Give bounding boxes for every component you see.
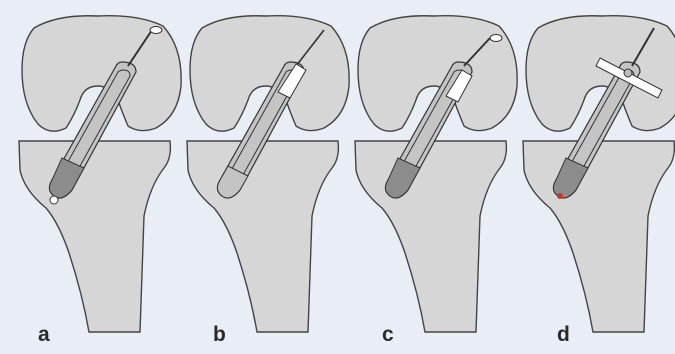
panel-c-drawing bbox=[355, 16, 517, 332]
wire-eyelet bbox=[150, 27, 162, 34]
panel-label-a: a bbox=[38, 323, 50, 347]
panel-a-drawing bbox=[19, 16, 181, 332]
suture-knot bbox=[50, 196, 58, 204]
panel-b-drawing bbox=[187, 16, 349, 332]
tibia-bone bbox=[523, 141, 674, 332]
panel-label-c: c bbox=[382, 323, 394, 347]
tibia-bone bbox=[19, 141, 170, 332]
panel-label-b: b bbox=[213, 323, 226, 347]
tool-pivot bbox=[624, 69, 632, 77]
wire-eyelet bbox=[490, 35, 502, 42]
tibia-bone bbox=[187, 141, 338, 332]
tunnel-exit-marker bbox=[557, 193, 563, 199]
panel-label-d: d bbox=[557, 323, 570, 347]
panel-d-drawing bbox=[523, 16, 675, 332]
tibia-bone bbox=[355, 141, 506, 332]
